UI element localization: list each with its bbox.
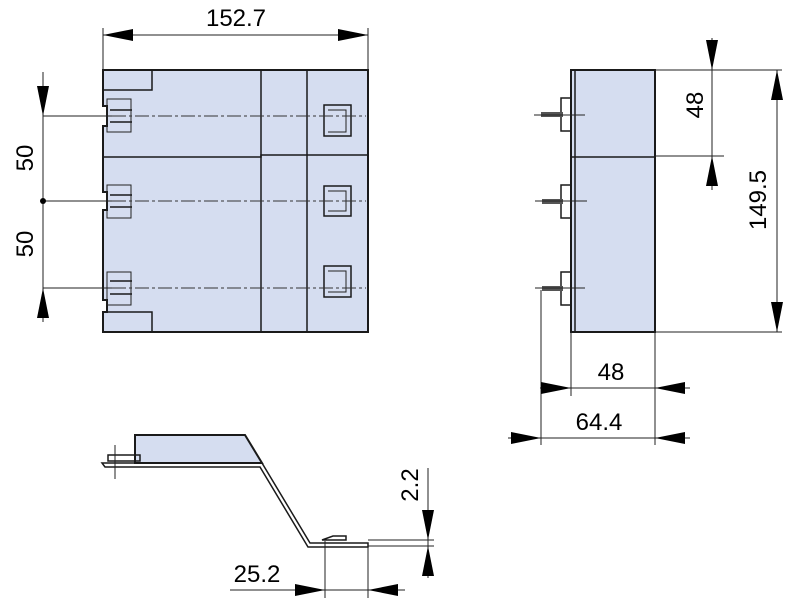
latch-window	[323, 265, 352, 298]
dimension-depth: 48	[540, 290, 690, 445]
dimension-width: 152.7	[102, 5, 369, 70]
pin	[535, 271, 585, 306]
side-view	[534, 69, 656, 333]
pin	[535, 184, 587, 219]
pin	[534, 97, 585, 132]
dim-label-overall-depth: 64.4	[576, 409, 623, 436]
bottom-view	[100, 434, 369, 548]
dim-label-pitch-2: 50	[12, 231, 39, 258]
dimension-pitch: 50 50	[12, 72, 112, 322]
latch-window	[323, 104, 352, 137]
dimension-offset: 25.2	[230, 541, 405, 598]
dimension-thickness: 2.2	[368, 468, 434, 578]
dim-label-total-height: 149.5	[745, 170, 772, 230]
dim-label-width: 152.7	[206, 5, 266, 32]
dim-label-thickness: 2.2	[397, 468, 424, 501]
dim-label-pitch-1: 50	[12, 145, 39, 172]
dim-label-offset: 25.2	[234, 561, 281, 588]
dimension-module-height: 48	[655, 38, 782, 333]
front-view	[102, 69, 369, 333]
dim-label-depth: 48	[598, 359, 625, 386]
dimension-overall-depth: 64.4	[508, 409, 690, 444]
dim-label-module-height: 48	[682, 92, 709, 119]
dimension-total-height: 149.5	[745, 70, 783, 332]
